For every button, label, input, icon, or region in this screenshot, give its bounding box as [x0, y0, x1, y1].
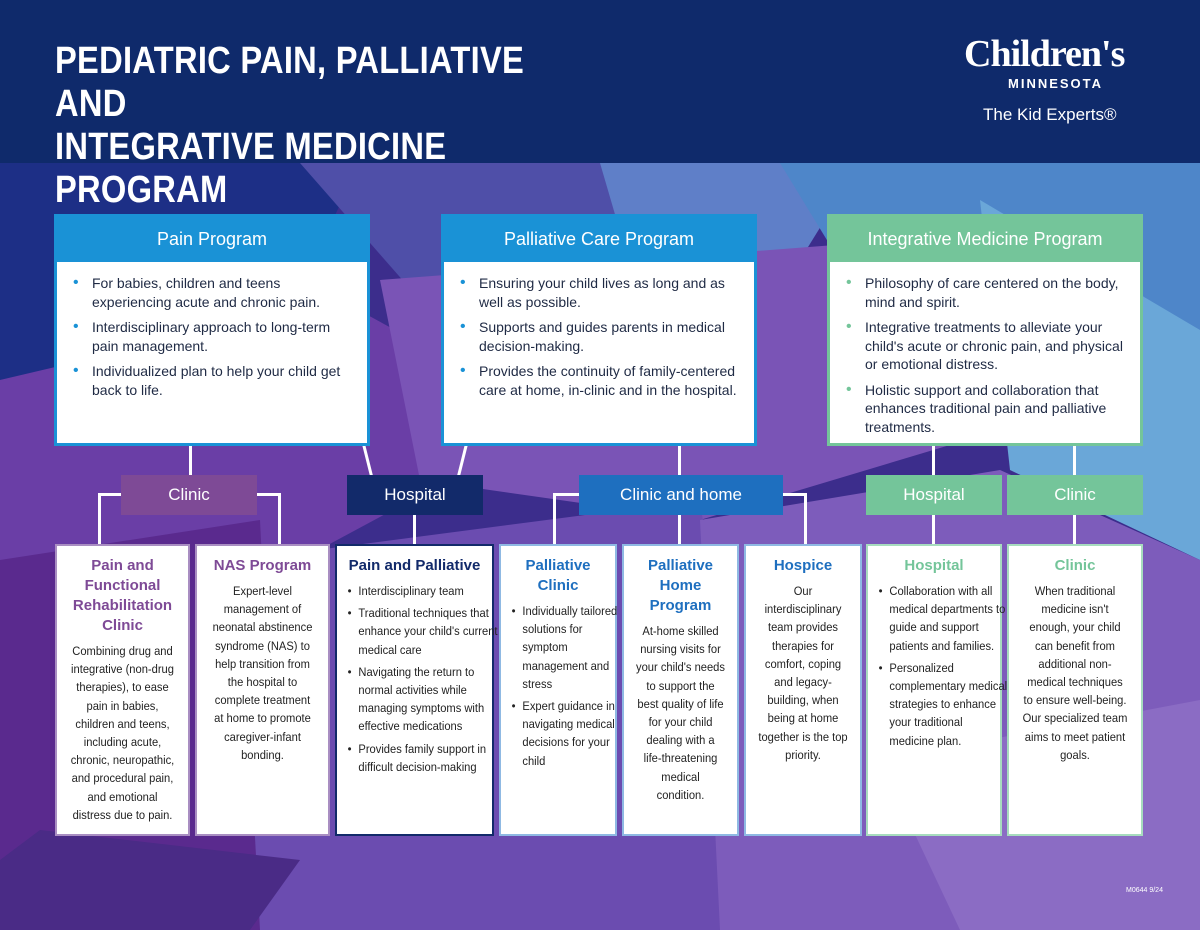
- card-bullets: Interdisciplinary team Traditional techn…: [344, 582, 499, 776]
- card-bullet: Collaboration with all medical departmen…: [879, 582, 1007, 655]
- program-bullets: Ensuring your child lives as long and as…: [444, 274, 754, 399]
- title-line-1: PEDIATRIC PAIN, PALLIATIVE AND: [55, 40, 525, 125]
- logo-wordmark: Children's: [964, 33, 1125, 75]
- card-title: Clinic: [1054, 557, 1096, 574]
- card-title: Hospice: [773, 557, 833, 574]
- card-title: Pain and Palliative: [348, 557, 481, 574]
- card-palliative-home-program: Palliative Home Program At-home skilled …: [622, 544, 739, 836]
- card-title: Pain and Functional Rehabilitation Clini…: [72, 557, 173, 634]
- connector-home-center-down: [678, 514, 681, 545]
- program-bullet: Holistic support and collaboration that …: [846, 381, 1128, 437]
- connector-palliative-home: [678, 446, 681, 476]
- connector-pain-clinic-left: [98, 493, 121, 496]
- connector-home-left-down: [553, 493, 556, 545]
- connector-hospital-down: [413, 514, 416, 545]
- connector-integrative-clinic: [1073, 446, 1076, 476]
- card-description: At-home skilled nursing visits for your …: [636, 624, 725, 802]
- program-bullet: For babies, children and teens experienc…: [73, 274, 355, 311]
- program-title: Pain Program: [57, 217, 367, 262]
- card-bullet: Personalized complementary medical strat…: [879, 659, 1008, 750]
- program-bullet: Supports and guides parents in medical d…: [460, 318, 742, 355]
- card-description: Expert-level management of neonatal abst…: [212, 584, 313, 762]
- program-bullet: Interdisciplinary approach to long-term …: [73, 318, 355, 355]
- connector-pain-clinic: [189, 446, 192, 476]
- title-line-2: INTEGRATIVE MEDICINE PROGRAM: [55, 126, 447, 211]
- connector-int-clinic-down: [1073, 514, 1076, 545]
- connector-int-hospital-down: [932, 514, 935, 545]
- palliative-care-program-box: Palliative Care Program Ensuring your ch…: [441, 214, 757, 446]
- card-palliative-clinic: Palliative Clinic Individually tailored …: [499, 544, 617, 836]
- integrative-medicine-program-box: Integrative Medicine Program Philosophy …: [827, 214, 1143, 446]
- program-bullet: Ensuring your child lives as long and as…: [460, 274, 742, 311]
- card-description: When traditional medicine isn't enough, …: [1022, 584, 1128, 762]
- card-bullet: Provides family support in difficult dec…: [348, 740, 499, 776]
- program-bullet: Philosophy of care centered on the body,…: [846, 274, 1128, 311]
- setting-label-hospital: Hospital: [347, 475, 483, 515]
- page-header: PEDIATRIC PAIN, PALLIATIVE AND INTEGRATI…: [0, 0, 1200, 211]
- card-pain-rehabilitation-clinic: Pain and Functional Rehabilitation Clini…: [55, 544, 190, 836]
- connector-home-right-down: [804, 493, 807, 545]
- pain-program-box: Pain Program For babies, children and te…: [54, 214, 370, 446]
- program-title: Palliative Care Program: [444, 217, 754, 262]
- card-bullet: Interdisciplinary team: [348, 582, 499, 600]
- childrens-minnesota-logo: Children's MINNESOTA The Kid Experts®: [950, 32, 1150, 132]
- logo-tagline: The Kid Experts®: [983, 105, 1117, 124]
- card-bullet: Individually tailored solutions for symp…: [512, 602, 622, 693]
- card-title: Palliative Home Program: [647, 557, 714, 614]
- card-integrative-clinic: Clinic When traditional medicine isn't e…: [1007, 544, 1143, 836]
- card-integrative-hospital: Hospital Collaboration with all medical …: [866, 544, 1007, 836]
- card-title: NAS Program: [213, 557, 312, 574]
- card-bullets: Collaboration with all medical departmen…: [875, 582, 1008, 750]
- connector-pain-clinic-left-down: [98, 493, 101, 545]
- program-bullet: Individualized plan to help your child g…: [73, 362, 355, 399]
- setting-label-integrative-hospital: Hospital: [866, 475, 1002, 515]
- logo-state: MINNESOTA: [1008, 76, 1104, 91]
- connector-integrative-hospital: [932, 446, 935, 476]
- card-description: Combining drug and integrative (non-drug…: [70, 644, 175, 822]
- program-bullet: Provides the continuity of family-center…: [460, 362, 742, 399]
- document-code: M0644 9/24: [1126, 887, 1163, 894]
- setting-label-pain-clinic: Clinic: [121, 475, 257, 515]
- connector-home-right: [782, 493, 807, 496]
- card-hospice: Hospice Our interdisciplinary team provi…: [744, 544, 862, 836]
- setting-label-clinic-and-home: Clinic and home: [579, 475, 783, 515]
- program-bullets: For babies, children and teens experienc…: [57, 274, 367, 399]
- card-title: Hospital: [904, 557, 964, 574]
- connector-pain-clinic-right: [256, 493, 280, 496]
- page-title: PEDIATRIC PAIN, PALLIATIVE AND INTEGRATI…: [55, 40, 588, 212]
- card-nas-program: NAS Program Expert-level management of n…: [195, 544, 330, 836]
- card-bullet: Expert guidance in navigating medical de…: [512, 697, 622, 770]
- card-bullet: Navigating the return to normal activiti…: [348, 663, 499, 736]
- program-bullet: Integrative treatments to alleviate your…: [846, 318, 1128, 374]
- setting-label-integrative-clinic: Clinic: [1007, 475, 1143, 515]
- program-bullets: Philosophy of care centered on the body,…: [830, 274, 1140, 436]
- connector-pain-clinic-right-down: [278, 493, 281, 545]
- card-description: Our interdisciplinary team provides ther…: [758, 584, 848, 762]
- card-title: Palliative Clinic: [525, 557, 591, 594]
- card-bullets: Individually tailored solutions for symp…: [508, 602, 622, 770]
- connector-home-left: [553, 493, 580, 496]
- program-title: Integrative Medicine Program: [830, 217, 1140, 262]
- card-pain-and-palliative: Pain and Palliative Interdisciplinary te…: [335, 544, 498, 836]
- card-bullet: Traditional techniques that enhance your…: [348, 604, 499, 659]
